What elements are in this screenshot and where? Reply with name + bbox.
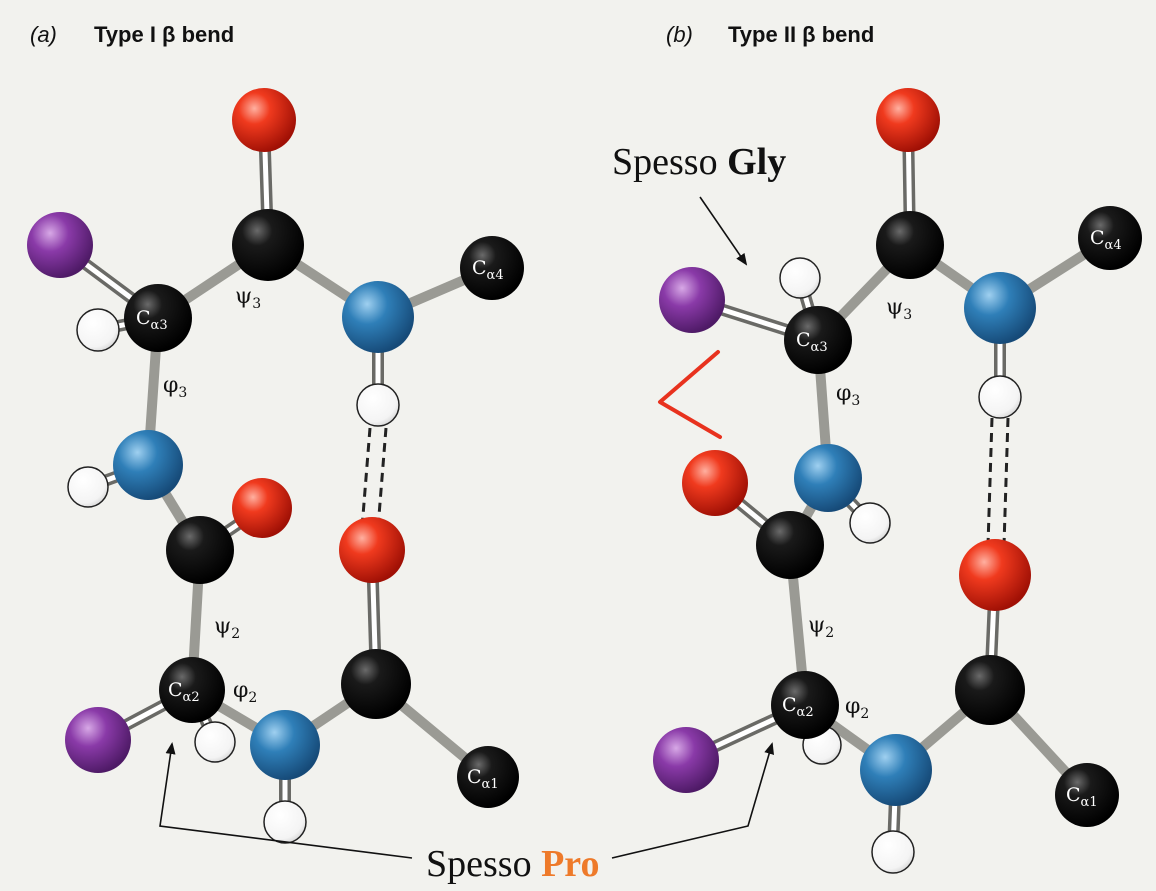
alpha-carbon-4-label: Cα4 bbox=[1090, 227, 1122, 253]
side-chain-atom bbox=[659, 267, 725, 333]
panel-a-letter: (a) bbox=[30, 22, 57, 47]
carbonyl-carbon-atom bbox=[876, 211, 944, 279]
panel-a-hydrogen-bond bbox=[360, 427, 388, 529]
phi3-label: φ3 bbox=[163, 373, 187, 401]
phi2-label: φ2 bbox=[845, 694, 869, 722]
nitrogen-atom bbox=[342, 281, 414, 353]
gly-callout: Spesso Gly bbox=[612, 141, 786, 266]
panel-a-title: Type I β bend bbox=[94, 22, 234, 47]
hydrogen-atom bbox=[67, 466, 109, 508]
carbonyl-carbon-atom bbox=[341, 649, 411, 719]
alpha-carbon-1-label: Cα1 bbox=[467, 766, 499, 792]
gly-callout-label: Spesso Gly bbox=[612, 141, 786, 183]
pro-callout-arrow-right bbox=[611, 742, 774, 859]
carbonyl-carbon-atom bbox=[756, 511, 824, 579]
alpha-carbon-1-atom bbox=[1055, 763, 1119, 827]
alpha-carbon-4-atom bbox=[460, 236, 524, 300]
nitrogen-atom bbox=[964, 272, 1036, 344]
hydrogen-atom bbox=[849, 502, 891, 544]
alpha-carbon-3-atom bbox=[784, 306, 852, 374]
oxygen-atom bbox=[682, 450, 748, 516]
nitrogen-atom bbox=[794, 444, 862, 512]
alpha-carbon-3-label: Cα3 bbox=[136, 307, 168, 333]
panel-b: (b) Type II β bend bbox=[653, 22, 1142, 874]
panel-a: (a) Type I β bend bbox=[27, 22, 524, 844]
oxygen-atom bbox=[876, 88, 940, 152]
panel-a-atoms bbox=[27, 88, 524, 844]
psi3-label: ψ3 bbox=[886, 295, 912, 323]
alpha-carbon-2-atom bbox=[159, 657, 225, 723]
nitrogen-atom bbox=[860, 734, 932, 806]
pro-callout-arrow-left bbox=[159, 742, 413, 859]
panel-b-atoms bbox=[653, 88, 1142, 874]
alpha-carbon-2-label: Cα2 bbox=[782, 694, 814, 720]
side-chain-atom bbox=[653, 727, 719, 793]
alpha-carbon-2-label: Cα2 bbox=[168, 679, 200, 705]
hydrogen-atom bbox=[871, 830, 915, 874]
carbonyl-carbon-atom bbox=[955, 655, 1025, 725]
carbonyl-carbon-atom bbox=[232, 209, 304, 281]
pro-callout-label: Spesso Pro bbox=[426, 843, 599, 885]
oxygen-atom bbox=[339, 517, 405, 583]
side-chain-atom bbox=[65, 707, 131, 773]
psi3-label: ψ3 bbox=[235, 284, 261, 312]
alpha-carbon-4-label: Cα4 bbox=[472, 257, 504, 283]
alpha-carbon-3-label: Cα3 bbox=[796, 329, 828, 355]
alpha-carbon-1-atom bbox=[457, 746, 519, 808]
hydrogen-atom bbox=[194, 721, 236, 763]
panel-b-hydrogen-bond bbox=[986, 417, 1010, 546]
psi2-label: ψ2 bbox=[808, 613, 834, 641]
alpha-carbon-3-atom bbox=[124, 284, 192, 352]
hydrogen-atom bbox=[76, 308, 120, 352]
hydrogen-atom bbox=[356, 383, 400, 427]
panel-b-title: Type II β bend bbox=[728, 22, 874, 47]
hydrogen-atom bbox=[263, 800, 307, 844]
panel-b-letter: (b) bbox=[666, 22, 693, 47]
angle-marker bbox=[658, 350, 722, 439]
pro-callout: Spesso Pro bbox=[159, 742, 774, 885]
psi2-label: ψ2 bbox=[214, 614, 240, 642]
phi2-label: φ2 bbox=[233, 678, 257, 706]
carbonyl-carbon-atom bbox=[166, 516, 234, 584]
oxygen-atom bbox=[232, 478, 292, 538]
oxygen-atom bbox=[959, 539, 1031, 611]
oxygen-atom bbox=[232, 88, 296, 152]
side-chain-atom bbox=[27, 212, 93, 278]
nitrogen-atom bbox=[250, 710, 320, 780]
gly-callout-arrow bbox=[699, 196, 748, 266]
hydrogen-atom bbox=[978, 375, 1022, 419]
alpha-carbon-2-atom bbox=[771, 671, 839, 739]
phi3-label: φ3 bbox=[836, 381, 860, 409]
nitrogen-atom bbox=[113, 430, 183, 500]
alpha-carbon-1-label: Cα1 bbox=[1066, 784, 1098, 810]
alpha-carbon-4-atom bbox=[1078, 206, 1142, 270]
hydrogen-atom bbox=[779, 257, 821, 299]
